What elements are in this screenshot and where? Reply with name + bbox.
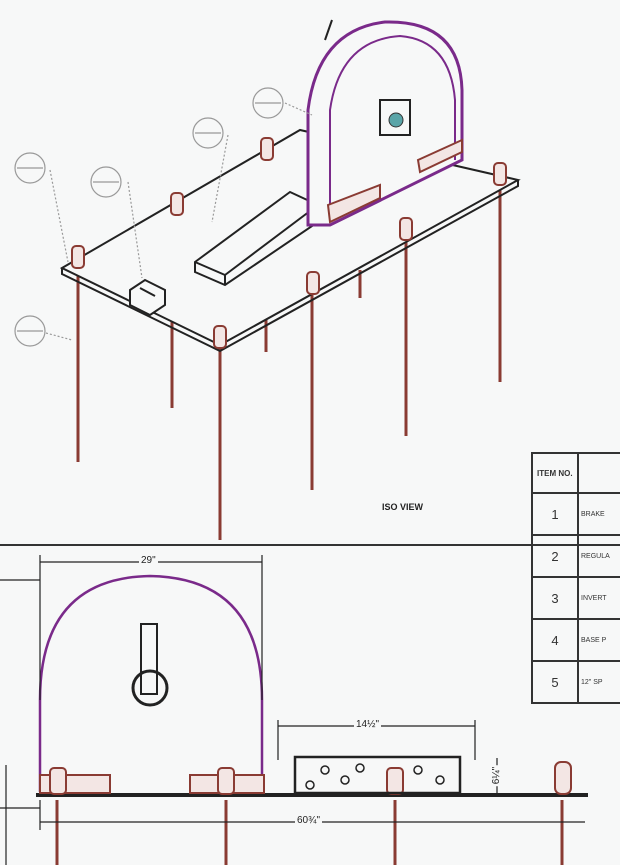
item-description: BASE P <box>577 618 620 662</box>
brake-shaft-front <box>140 623 158 695</box>
table-row: 4 BASE P <box>531 618 620 662</box>
insulator <box>260 137 274 161</box>
insulator <box>170 192 184 216</box>
brake-mount-bracket <box>326 183 381 224</box>
callout-balloon <box>14 152 46 184</box>
item-number: 2 <box>531 534 579 578</box>
inverter-length-dimension: 14½" <box>354 719 382 730</box>
description-header <box>577 452 620 494</box>
item-description: BRAKE <box>577 492 620 536</box>
brake-mount-bracket <box>416 138 463 174</box>
insulator <box>49 767 67 795</box>
insulators-front <box>39 761 572 795</box>
item-number: 5 <box>531 660 579 704</box>
front-view <box>0 555 588 865</box>
item-no-header: ITEM NO. <box>531 452 579 494</box>
regulator <box>129 278 166 317</box>
insulator <box>213 325 227 349</box>
item-number: 1 <box>531 492 579 536</box>
insulator <box>71 245 85 269</box>
iso-view <box>14 19 521 540</box>
insulator <box>554 761 572 795</box>
brake-hub-front <box>131 669 169 707</box>
bill-of-materials-table: ITEM NO. 1 BRAKE 2 REGULA 3 INVERT 4 BAS… <box>531 452 620 704</box>
insulators <box>71 137 507 349</box>
brake-disc <box>306 19 464 227</box>
item-description: INVERT <box>577 576 620 620</box>
brake-disc-front <box>38 574 264 792</box>
table-row: 2 REGULA <box>531 534 620 578</box>
callout-balloon <box>90 166 122 198</box>
item-number: 3 <box>531 576 579 620</box>
callout-balloon <box>14 315 46 347</box>
callout-balloons <box>14 87 313 347</box>
table-row: 1 BRAKE <box>531 492 620 536</box>
insulator <box>399 217 413 241</box>
inverter-terminals <box>305 763 445 790</box>
iso-view-label: ISO VIEW <box>382 502 424 512</box>
insulator <box>217 767 235 795</box>
item-description: 12" SP <box>577 660 620 704</box>
inverter-front <box>293 755 462 795</box>
arch-width-dimension: 29" <box>139 555 158 566</box>
insulator <box>306 271 320 295</box>
insulator <box>386 767 404 795</box>
table-header-row: ITEM NO. <box>531 452 620 494</box>
ground-posts-front <box>55 800 564 865</box>
item-description: REGULA <box>577 534 620 578</box>
callout-leader-lines <box>45 102 313 341</box>
brake-shaft <box>324 19 333 41</box>
table-row: 5 12" SP <box>531 660 620 704</box>
callout-balloon <box>252 87 284 119</box>
table-row: 3 INVERT <box>531 576 620 620</box>
inverter-height-dimension: 6¼" <box>491 764 503 787</box>
brake-hub-center <box>388 112 404 128</box>
insulator <box>493 162 507 186</box>
dimension-lines <box>0 555 585 865</box>
base-length-dimension: 60¾" <box>295 815 323 826</box>
item-number: 4 <box>531 618 579 662</box>
base-plate-edge <box>61 180 519 353</box>
callout-balloon <box>192 117 224 149</box>
